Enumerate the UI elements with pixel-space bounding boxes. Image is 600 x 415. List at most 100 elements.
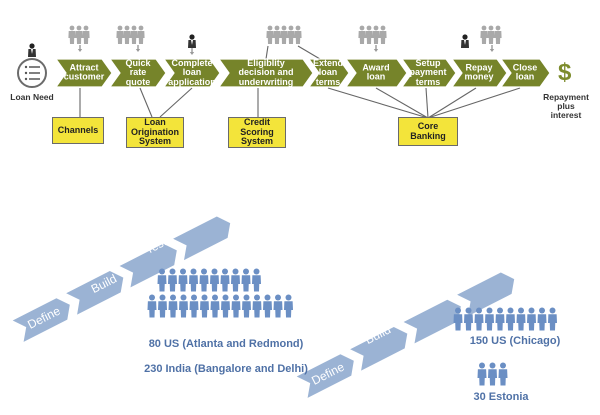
core-banking-connector <box>327 87 429 119</box>
step-repay-money: Repay money <box>464 62 494 82</box>
team-person-icon <box>242 294 251 318</box>
left-pipeline-chevron <box>66 271 124 315</box>
grey-person-icon <box>130 25 138 44</box>
team-person-icon <box>179 294 188 318</box>
step-eligibility-decision: Eligiblity decision and underwriting <box>238 57 294 87</box>
left-pipeline-chevron <box>119 243 177 288</box>
team-person-icon <box>527 307 536 331</box>
arrow-down-icon <box>135 45 141 52</box>
team-person-icon <box>241 268 251 292</box>
team-person-icon <box>210 294 220 318</box>
person-icon <box>461 34 469 48</box>
left-pipeline-chevron <box>173 216 231 261</box>
team-person-icon <box>158 294 167 318</box>
checklist-bullet <box>24 65 28 69</box>
team-person-icon <box>200 294 209 318</box>
core-banking-connector <box>425 87 429 119</box>
process-chevron <box>162 58 221 88</box>
grey-person-icon <box>487 25 495 44</box>
left-team-line-india: 230 India (Bangalore and Delhi) <box>144 362 308 375</box>
team-person-icon <box>178 268 188 292</box>
grey-person-icon <box>379 25 387 44</box>
loan-need-label: Loan Need <box>10 92 54 102</box>
grey-person-icon <box>494 25 502 44</box>
team-person-icon <box>498 362 508 386</box>
step-setup-payment-terms: Setup payment terms <box>409 57 447 87</box>
grey-person-icon <box>123 25 131 44</box>
grey-person-icon <box>137 25 145 44</box>
origination-connector-a <box>139 87 153 118</box>
grey-person-icon <box>266 25 274 44</box>
process-chevron <box>307 58 350 88</box>
left-team-line-us: 80 US (Atlanta and Redmond) <box>148 337 304 350</box>
team-person-icon <box>231 294 241 318</box>
team-person-icon <box>495 307 505 331</box>
person-icon <box>188 34 196 48</box>
process-chevron <box>450 58 508 88</box>
right-pipeline-chevron <box>296 354 354 398</box>
team-person-icon <box>252 268 261 292</box>
team-person-icon <box>168 294 178 318</box>
system-core-banking: Core Banking <box>398 117 458 146</box>
grey-person-icon <box>294 25 302 44</box>
team-person-icon <box>263 294 272 318</box>
grey-person-icon <box>372 25 380 44</box>
team-person-icon <box>231 268 240 292</box>
grey-person-icon <box>116 25 124 44</box>
team-person-icon <box>189 268 198 292</box>
grey-person-icon <box>480 25 488 44</box>
team-person-icon <box>273 294 283 318</box>
person-icon <box>28 43 36 57</box>
right-pipeline-chevron <box>457 272 515 317</box>
step-extend-loan-terms: Extend loan terms <box>312 57 344 87</box>
team-person-icon <box>488 362 497 386</box>
right-team-chicago: 150 US (Chicago) <box>469 335 561 347</box>
team-person-icon <box>284 294 293 318</box>
team-person-icon <box>516 307 526 331</box>
arrow-down-icon <box>489 45 495 52</box>
system-credit-scoring: Credit Scoring System <box>228 117 286 148</box>
grey-person-icon <box>280 25 288 44</box>
system-channels: Channels <box>52 117 104 144</box>
repayment-label: Repayment plus interest <box>543 92 589 120</box>
team-person-icon <box>147 294 157 318</box>
process-chevron <box>499 58 551 88</box>
arrow-down-icon <box>77 45 83 52</box>
team-person-icon <box>537 307 547 331</box>
team-person-icon <box>548 307 557 331</box>
left-pipeline-chevron <box>12 298 70 342</box>
core-banking-connector <box>375 87 429 119</box>
grey-person-icon <box>365 25 373 44</box>
core-banking-connector <box>427 87 477 119</box>
team-person-icon <box>221 294 230 318</box>
step-quick-rate-quote: Quick rate quote <box>125 57 151 87</box>
team-person-icon <box>199 268 209 292</box>
team-person-icon <box>477 362 487 386</box>
team-person-icon <box>506 307 515 331</box>
right-pipeline-chevron <box>403 299 461 344</box>
grey-person-icon <box>287 25 295 44</box>
arrow-down-icon <box>189 48 195 55</box>
step-complete-loan-application: Complete loan application <box>168 57 216 87</box>
process-chevron <box>108 58 167 88</box>
grey-person-icon <box>273 25 281 44</box>
team-person-icon <box>210 268 219 292</box>
step-close-loan: Close loan <box>512 62 538 82</box>
team-person-icon <box>485 307 494 331</box>
core-banking-connector <box>427 87 521 119</box>
grey-person-icon <box>68 25 76 44</box>
right-team-estonia: 30 Estonia <box>473 391 529 403</box>
team-person-icon <box>189 294 199 318</box>
checklist-bullet <box>24 71 28 75</box>
dollar-icon: $ <box>558 59 572 86</box>
eligibility-split-left <box>265 45 269 60</box>
origination-connector-b <box>159 87 193 118</box>
system-loan-origination: Loan Origination System <box>126 117 184 148</box>
eligibility-split-right <box>297 45 321 60</box>
team-person-icon <box>252 294 262 318</box>
process-chevron <box>217 58 314 88</box>
arrow-down-icon <box>373 45 379 52</box>
grey-person-icon <box>75 25 83 44</box>
process-chevron <box>54 58 113 88</box>
